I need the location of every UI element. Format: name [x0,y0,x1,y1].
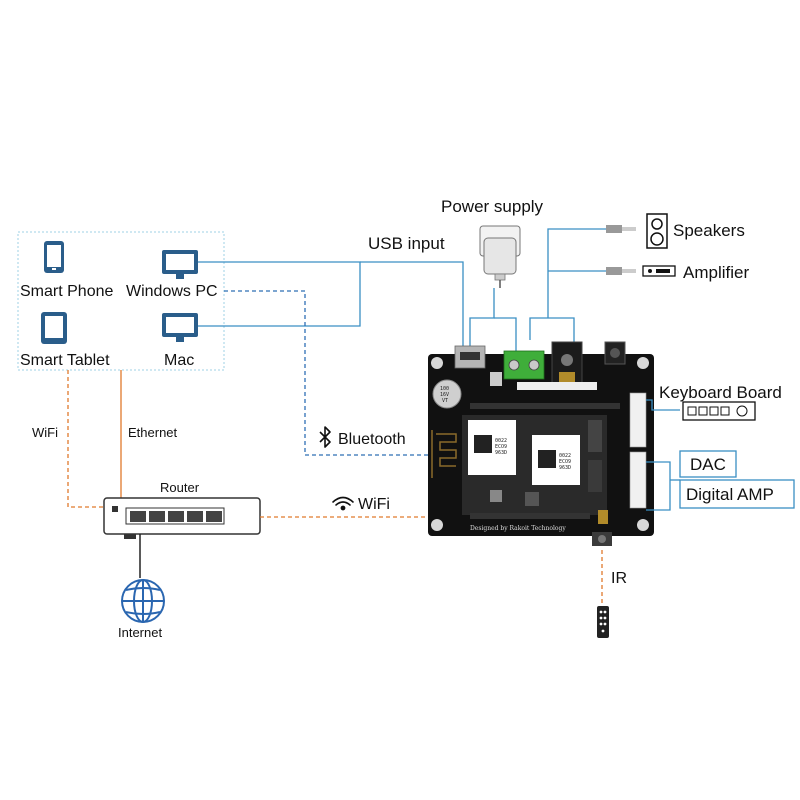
audio-out-line [529,317,575,350]
label-windows-pc: Windows PC [126,283,218,300]
digital-amp-box [679,479,795,509]
bluetooth-icon [319,426,331,448]
keyboard-line [646,399,680,411]
dac-box [679,450,737,478]
label-internet: Internet [118,625,162,640]
label-ir: IR [611,570,627,587]
globe-icon [121,579,165,623]
chip-text-5: ECO9 [559,459,571,465]
usb-input-lines [198,261,464,350]
speaker-icon [646,213,668,249]
tablet-icon [41,312,67,344]
bluetooth-line [224,290,430,456]
speaker-line [547,228,606,318]
board-credit: Designed by Rakoit Technology [470,525,566,532]
label-router: Router [160,480,200,495]
power-adapter-icon [479,225,521,288]
wifi-line-left [67,370,104,508]
chip-text-6: 963D [559,465,571,471]
label-dac: DAC [690,455,726,474]
wifi-icon [332,496,354,511]
audio-jack-icon [606,225,636,275]
label-wifi-bottom: WiFi [358,496,390,513]
label-bluetooth: Bluetooth [338,431,406,448]
cap-text-3: VT [442,398,448,404]
label-keyboard-board: Keyboard Board [659,383,782,402]
dac-bracket [646,461,671,511]
chip-text-4: 0022 [559,453,571,459]
chip-text-2: ECO9 [495,444,507,450]
power-line [469,288,495,350]
label-power-supply: Power supply [441,197,544,216]
label-amplifier: Amplifier [683,263,749,282]
label-speakers: Speakers [673,221,745,240]
label-smart-phone: Smart Phone [20,283,113,300]
amplifier-icon [642,265,676,277]
cap-text-1: 100 [440,386,449,392]
label-smart-tablet: Smart Tablet [20,352,110,369]
label-digital-amp: Digital AMP [686,485,774,504]
power-line-2 [494,317,517,358]
ir-remote-icon [597,606,609,638]
label-ethernet: Ethernet [128,425,178,440]
keyboard-board-icon [682,401,756,421]
cap-text-2: 16V [440,392,449,398]
phone-icon [44,241,64,273]
chip-text-1: 0022 [495,438,507,444]
label-wifi-left: WiFi [32,425,58,440]
router-icon [103,497,261,539]
label-usb-input: USB input [368,234,445,253]
monitor-icon [162,250,198,279]
chip-text-3: 963D [495,450,507,456]
board: 100 16V VT 0022 ECO9 963D 0022 ECO9 963D… [428,341,654,546]
monitor-icon [162,313,198,342]
label-mac: Mac [164,352,194,369]
